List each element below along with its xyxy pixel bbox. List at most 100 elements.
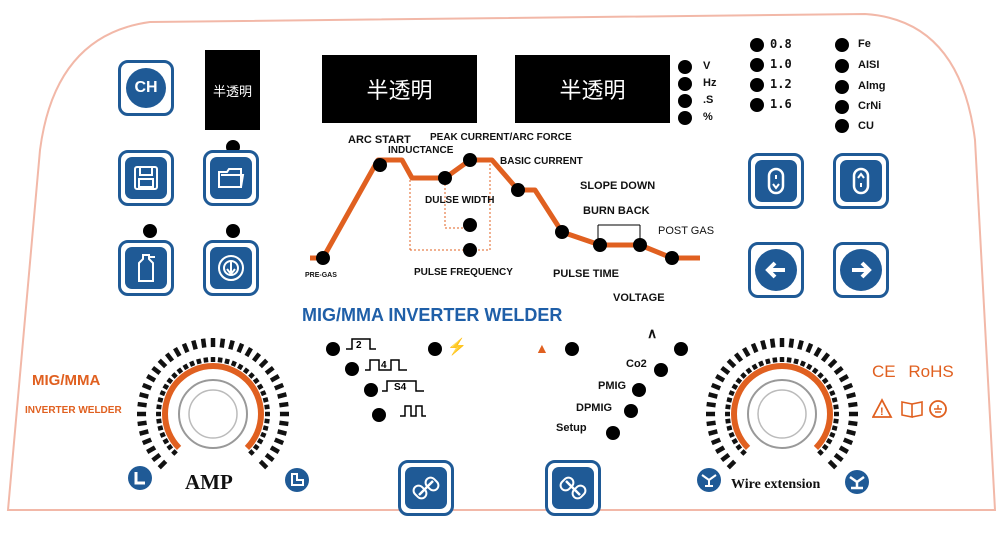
unit-label-percent: % bbox=[703, 111, 713, 123]
link-rotate-icon bbox=[552, 467, 594, 509]
wire-extension-knob[interactable] bbox=[702, 334, 862, 494]
pulse-frequency-label: PULSE FREQUENCY bbox=[414, 267, 513, 278]
mode-4t-label: 4 bbox=[365, 356, 407, 374]
unit-label-hz: Hz bbox=[703, 77, 717, 89]
amp-knob-scale-arc bbox=[162, 363, 264, 451]
arrow-right-icon bbox=[840, 249, 882, 291]
brand-line2: INVERTER WELDER bbox=[25, 405, 122, 416]
mma-electrode-icon: ∧ bbox=[647, 325, 658, 341]
ch-button-label: CH bbox=[134, 79, 158, 96]
right-display-text: 半透明 bbox=[559, 79, 626, 104]
right-knob-select-button[interactable] bbox=[833, 153, 889, 209]
certification-marks: CE RoHS bbox=[872, 362, 954, 382]
material-led-almg bbox=[835, 80, 849, 94]
wire-feed-button[interactable] bbox=[203, 240, 259, 296]
mode-4t-led bbox=[345, 362, 359, 376]
material-led-cu bbox=[835, 119, 849, 133]
svg-text:!: ! bbox=[880, 406, 884, 418]
mode-pulse-led bbox=[372, 408, 386, 422]
gas-bottle-icon bbox=[125, 247, 167, 289]
slope-down-label: SLOPE DOWN bbox=[580, 180, 656, 192]
amp-knob-center bbox=[188, 389, 238, 439]
amp-knob[interactable] bbox=[133, 334, 293, 494]
amp-label: AMP bbox=[185, 470, 233, 494]
mode-2t-led bbox=[326, 342, 340, 356]
material-led-fe bbox=[835, 38, 849, 52]
curve-dot-pre-gas bbox=[316, 251, 330, 265]
right-display: 半透明 bbox=[515, 55, 670, 123]
wire-knob-scale-arc bbox=[731, 363, 833, 451]
wire-feed-indicator bbox=[226, 224, 240, 238]
curve-dot-basic bbox=[511, 183, 525, 197]
wire-size-led-3 bbox=[750, 98, 764, 112]
lightning-icon: ⚡ bbox=[447, 339, 467, 356]
wire-decrease-icon bbox=[697, 468, 721, 492]
ground-icon bbox=[929, 400, 947, 418]
pmig-label: PMIG bbox=[598, 380, 627, 392]
ch-button[interactable]: CH bbox=[118, 60, 174, 116]
pmig-led bbox=[632, 383, 646, 397]
wire-size-label: 1.2 bbox=[770, 77, 792, 91]
material-led-crni bbox=[835, 100, 849, 114]
wire-size-led-0 bbox=[750, 38, 764, 52]
voltage-label: VOLTAGE bbox=[613, 292, 665, 304]
warning-icon: ▲ bbox=[535, 340, 549, 356]
right-encoder-button[interactable] bbox=[545, 460, 601, 516]
mode-s4-label: S4 bbox=[382, 377, 424, 395]
curve-dot-dulse-width bbox=[463, 218, 477, 232]
left-knob-select-button[interactable] bbox=[748, 153, 804, 209]
link-rotate-icon bbox=[405, 467, 447, 509]
mma-led bbox=[674, 342, 688, 356]
arrow-left-button[interactable] bbox=[748, 242, 804, 298]
wire-size-led-2 bbox=[750, 78, 764, 92]
arrow-right-button[interactable] bbox=[833, 242, 889, 298]
warning-led bbox=[565, 342, 579, 356]
left-encoder-button[interactable] bbox=[398, 460, 454, 516]
basic-current-label: BASIC CURRENT bbox=[500, 156, 583, 167]
open-folder-button[interactable] bbox=[203, 150, 259, 206]
post-gas-label: POST GAS bbox=[658, 225, 715, 237]
curve-dot-voltage bbox=[633, 238, 647, 252]
svg-text:S4: S4 bbox=[394, 382, 407, 393]
curve-dot-slope-down bbox=[555, 225, 569, 239]
co2-label: Co2 bbox=[626, 358, 647, 370]
dpmig-led bbox=[624, 404, 638, 418]
mode-2t-label: 2 bbox=[346, 336, 376, 351]
wire-spool-icon bbox=[210, 247, 252, 289]
svg-text:4: 4 bbox=[381, 360, 387, 371]
setup-led bbox=[606, 426, 620, 440]
curve-dot-post-gas bbox=[665, 251, 679, 265]
arrow-left-icon bbox=[755, 249, 797, 291]
material-label: AISI bbox=[858, 59, 880, 71]
brand-line1: MIG/MMA bbox=[32, 372, 101, 389]
save-button[interactable] bbox=[118, 150, 174, 206]
material-label: Almg bbox=[858, 80, 886, 92]
wire-knob-center bbox=[757, 389, 807, 439]
wire-extension-label: Wire extension bbox=[731, 477, 821, 492]
wire-size-label: 0.8 bbox=[770, 37, 792, 51]
unit-led-hz bbox=[678, 77, 692, 91]
gas-test-button[interactable] bbox=[118, 240, 174, 296]
unit-label-s: .S bbox=[703, 94, 714, 106]
material-label: Fe bbox=[858, 38, 871, 50]
small-display: 半透明 bbox=[205, 50, 260, 130]
amp-knob-gap-ring bbox=[146, 347, 280, 481]
co2-led bbox=[654, 363, 668, 377]
unit-led-percent bbox=[678, 111, 692, 125]
weld-curve-line bbox=[310, 157, 700, 261]
unit-led-s bbox=[678, 94, 692, 108]
folder-icon bbox=[210, 157, 252, 199]
setup-label: Setup bbox=[556, 422, 587, 434]
inductance-label: INDUCTANCE bbox=[388, 145, 454, 156]
left-display: 半透明 bbox=[322, 55, 477, 123]
material-label: CrNi bbox=[858, 100, 882, 112]
unit-label-v: V bbox=[703, 60, 711, 72]
dulse-width-label: DULSE WIDTH bbox=[425, 195, 495, 206]
svg-text:2: 2 bbox=[356, 340, 362, 351]
wire-size-label: 1.0 bbox=[770, 57, 792, 71]
unit-led-v bbox=[678, 60, 692, 74]
pulse-time-label: PULSE TIME bbox=[553, 268, 620, 280]
left-display-text: 半透明 bbox=[366, 79, 433, 104]
rotate-knob-icon bbox=[840, 160, 882, 202]
